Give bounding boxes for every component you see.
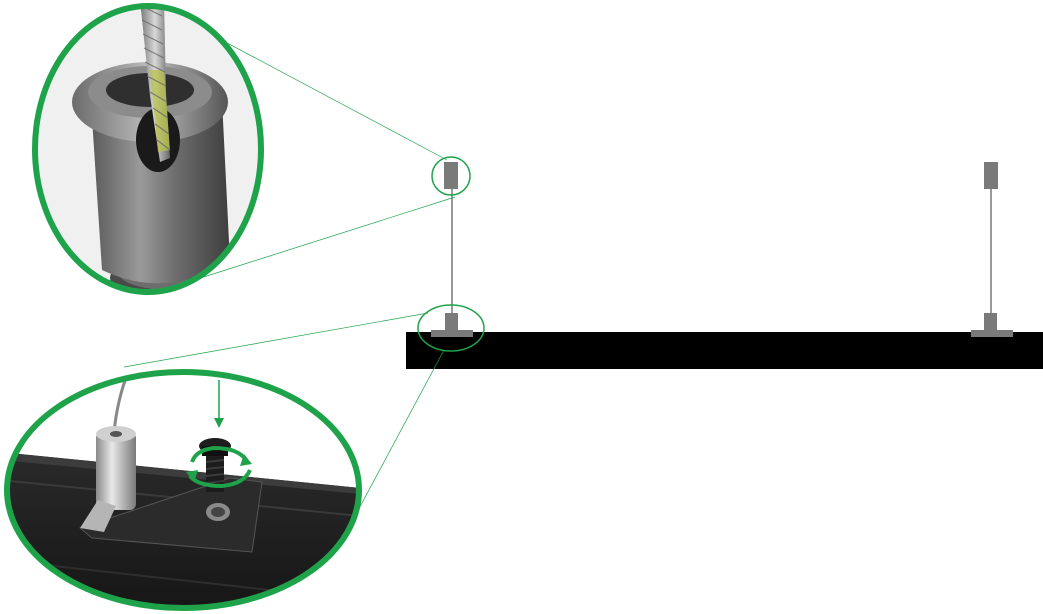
callout-bottom-detail <box>0 368 370 614</box>
rail-bracket-left <box>445 313 458 332</box>
cable-gripper-photo-icon <box>30 0 270 302</box>
callout-top-detail <box>30 0 270 302</box>
suspension-right <box>971 162 1013 337</box>
rail-bracket-base-left <box>431 330 473 337</box>
ceiling-gripper-right <box>984 162 998 189</box>
lamp-profile <box>406 332 1043 369</box>
rail-clamp-photo-icon <box>0 368 370 614</box>
ceiling-gripper-left <box>444 162 458 189</box>
rail-bracket-base-right <box>971 330 1013 337</box>
rail-bracket-right <box>984 313 997 332</box>
